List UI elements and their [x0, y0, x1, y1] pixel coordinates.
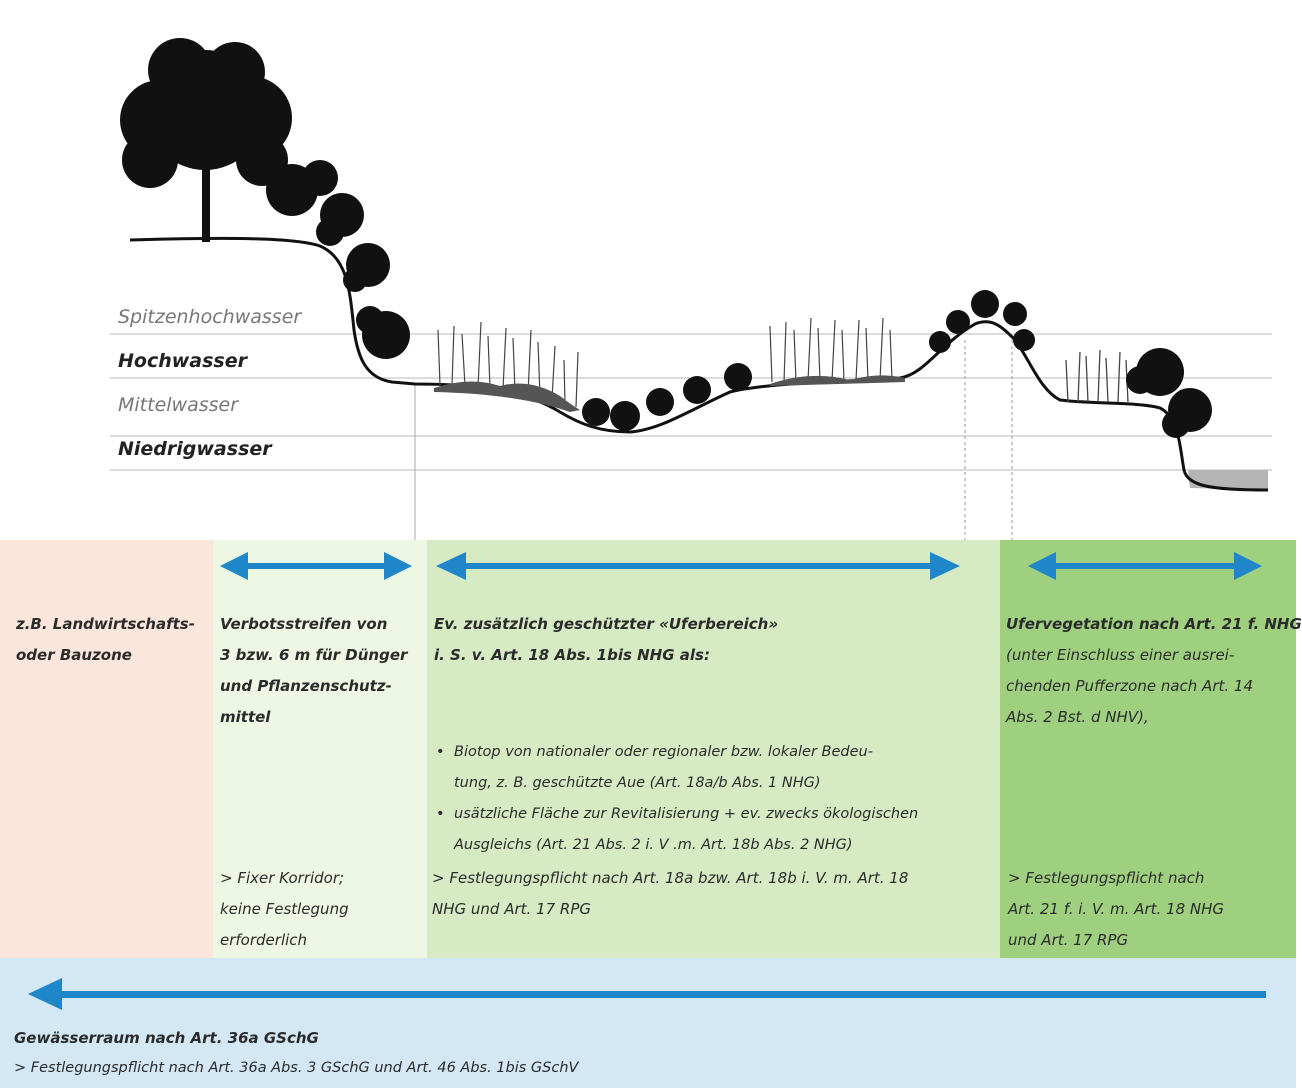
riparian-bullet-1-line-1: Biotop von nationaler oder regionaler bz…	[454, 744, 873, 760]
prohibition-strip-title: Verbotsstreifen von 3 bzw. 6 m für Dünge…	[220, 609, 407, 733]
prohibition-strip-note-line: > Fixer Korridor;	[220, 869, 345, 887]
bank-vegetation-detail-line: Abs. 2 Bst. d NHV),	[1006, 708, 1149, 726]
riparian-bullet-1-line-2: tung, z. B. geschützte Aue (Art. 18a/b A…	[454, 775, 821, 791]
agriculture-text: z.B. Landwirtschafts- oder Bauzone	[16, 609, 195, 671]
zone-prohibition-strip	[213, 540, 427, 958]
riparian-area-bullets: • Biotop von nationaler oder regionaler …	[434, 737, 918, 861]
bank-vegetation-text: Ufervegetation nach Art. 21 f. NHG (unte…	[1006, 609, 1302, 733]
agriculture-line-2: oder Bauzone	[16, 646, 132, 664]
prohibition-strip-title-line: mittel	[220, 708, 271, 726]
bank-vegetation-note-line: Art. 21 f. i. V. m. Art. 18 NHG	[1008, 900, 1225, 918]
prohibition-strip-note: > Fixer Korridor; keine Festlegung erfor…	[220, 863, 349, 956]
water-body	[1188, 470, 1268, 490]
zone-water-space	[0, 958, 1296, 1088]
shrub-group-left-slope	[266, 160, 410, 359]
prohibition-strip-note-line: keine Festlegung	[220, 900, 349, 918]
riparian-area-note: > Festlegungspflicht nach Art. 18a bzw. …	[432, 863, 908, 925]
reed-vegetation-bank	[1065, 349, 1129, 403]
zone-agriculture	[0, 540, 213, 958]
river-cross-section	[110, 38, 1272, 540]
label-low-water: Niedrigwasser	[118, 438, 272, 460]
prohibition-strip-title-line: Verbotsstreifen von	[220, 615, 388, 633]
riparian-area-note-line: > Festlegungspflicht nach Art. 18a bzw. …	[432, 869, 909, 887]
water-space-note: > Festlegungspflicht nach Art. 36a Abs. …	[14, 1060, 579, 1076]
riparian-area-title-line: Ev. zusätzlich geschützter «Uferbereich»	[434, 615, 779, 633]
large-tree-icon	[120, 38, 292, 242]
bank-vegetation-detail-line: chenden Pufferzone nach Art. 14	[1006, 677, 1253, 695]
riparian-bullet-2-line-1: usätzliche Fläche zur Revitalisierung + …	[454, 806, 919, 822]
riparian-area-note-line: NHG und Art. 17 RPG	[432, 900, 591, 918]
riparian-bullet-1: • Biotop von nationaler oder regionaler …	[434, 737, 918, 799]
terrain-profile	[129, 236, 1269, 492]
riparian-bullet-2-line-2: Ausgleichs (Art. 21 Abs. 2 i. V .m. Art.…	[454, 837, 853, 853]
riparian-area-title: Ev. zusätzlich geschützter «Uferbereich»…	[434, 609, 778, 671]
bush-group-channel	[582, 363, 752, 431]
label-flood: Hochwasser	[118, 350, 247, 372]
riparian-area-title-line: i. S. v. Art. 18 Abs. 1bis NHG als:	[434, 646, 710, 664]
label-peak-flood: Spitzenhochwasser	[118, 306, 302, 328]
bush-group-levee	[929, 290, 1035, 353]
grass-right	[770, 375, 905, 386]
prohibition-strip-note-line: erforderlich	[220, 931, 308, 949]
zone-riparian-area	[427, 540, 1000, 958]
agriculture-line-1: z.B. Landwirtschafts-	[16, 615, 195, 633]
riparian-bullet-2: • usätzliche Fläche zur Revitalisierung …	[434, 799, 918, 861]
bullet-dot-icon: •	[436, 744, 445, 760]
zone-bank-vegetation	[1000, 540, 1296, 958]
reed-vegetation-right	[769, 317, 893, 383]
prohibition-strip-title-line: und Pflanzenschutz-	[220, 677, 392, 695]
bank-vegetation-detail-line: (unter Einschluss einer ausrei-	[1006, 646, 1235, 664]
reed-vegetation-left	[437, 321, 579, 408]
label-mean-water: Mittelwasser	[118, 394, 239, 416]
bank-vegetation-note-line: > Festlegungspflicht nach	[1008, 869, 1205, 887]
grass-left	[434, 381, 580, 412]
water-space-title: Gewässerraum nach Art. 36a GSchG	[14, 1029, 319, 1047]
prohibition-strip-title-line: 3 bzw. 6 m für Dünger	[220, 646, 408, 664]
bank-vegetation-note-line: und Art. 17 RPG	[1008, 931, 1129, 949]
bank-vegetation-title: Ufervegetation nach Art. 21 f. NHG	[1006, 615, 1302, 633]
bank-vegetation-note: > Festlegungspflicht nach Art. 21 f. i. …	[1008, 863, 1224, 956]
bullet-dot-icon: •	[436, 806, 445, 822]
bush-group-right-bank	[1126, 348, 1212, 438]
